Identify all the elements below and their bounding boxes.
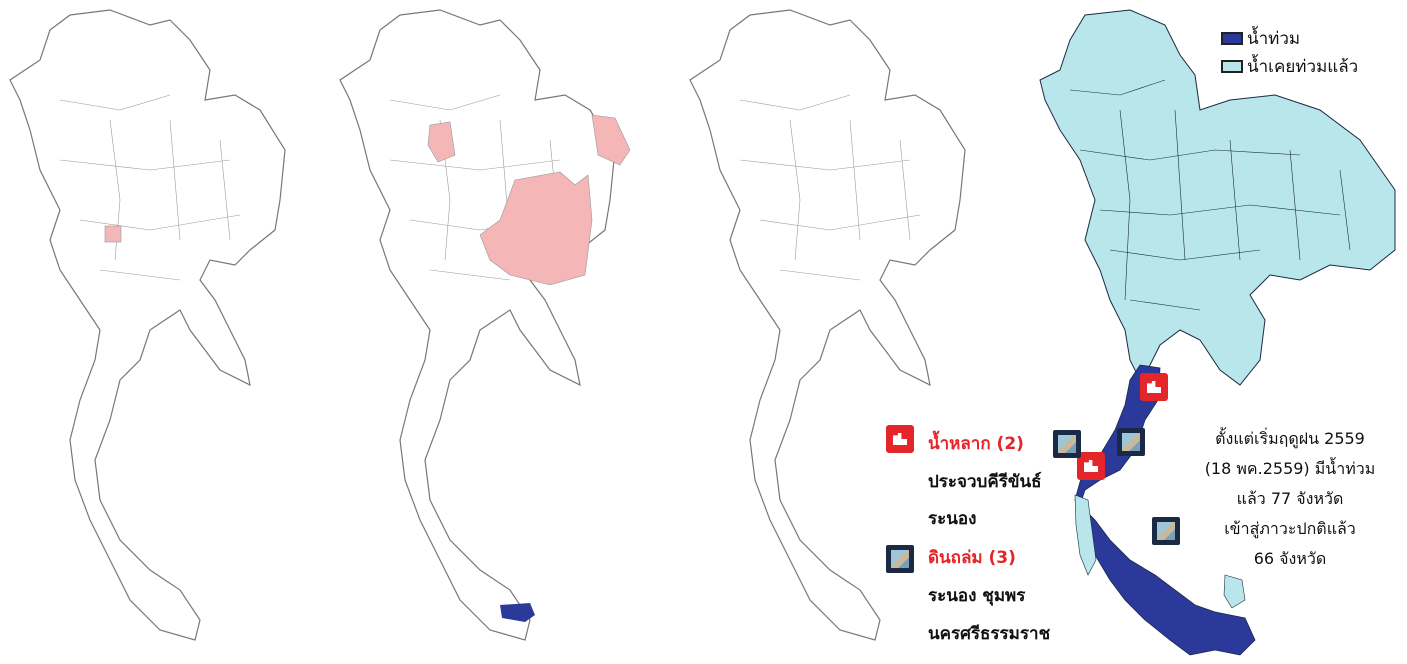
flooded-region bbox=[500, 603, 535, 622]
thailand-outline bbox=[339, 9, 616, 641]
flash-flood-legend-icon bbox=[886, 425, 914, 453]
legend-item-flooded: น้ำท่วม bbox=[1221, 24, 1358, 52]
thailand-map-2 bbox=[339, 9, 631, 641]
thailand-map-3 bbox=[689, 9, 966, 641]
highlight-region bbox=[427, 121, 456, 163]
summary-line-4: เข้าสู่ภาวะปกติแล้ว bbox=[1224, 519, 1356, 538]
landslide-icon bbox=[1152, 517, 1180, 545]
landslide-province-2: นครศรีธรรมราช bbox=[928, 624, 1051, 644]
thailand-outline bbox=[689, 9, 966, 641]
summary-line-2: (18 พค.2559) มีน้ำท่วม bbox=[1204, 459, 1376, 478]
legend-label-flooded: น้ำท่วม bbox=[1247, 28, 1301, 49]
landslide-icon bbox=[1117, 428, 1145, 456]
flash-flood-icon bbox=[1077, 452, 1105, 480]
landslide-province-1: ระนอง ชุมพร bbox=[928, 586, 1026, 606]
thailand-outline bbox=[9, 9, 286, 641]
thailand-map-1 bbox=[9, 9, 286, 641]
flash-flood-province-1: ประจวบคีรีขันธ์ bbox=[928, 472, 1042, 492]
flooded-swatch bbox=[1221, 31, 1243, 45]
landslide-icon bbox=[1053, 430, 1081, 458]
legend-item-previously-flooded: น้ำเคยท่วมแล้ว bbox=[1221, 52, 1358, 80]
highlight-region bbox=[591, 114, 631, 166]
summary-line-3: แล้ว 77 จังหวัด bbox=[1236, 489, 1344, 508]
summary-text: ตั้งแต่เริ่มฤดูฝน 2559 (18 พค.2559) มีน้… bbox=[1180, 424, 1400, 574]
flash-flood-title: น้ำหลาก (2) bbox=[928, 434, 1024, 454]
landslide-title: ดินถล่ม (3) bbox=[928, 548, 1016, 568]
map-legend: น้ำท่วม น้ำเคยท่วมแล้ว bbox=[1221, 24, 1358, 80]
previously-flooded-swatch bbox=[1221, 59, 1243, 73]
summary-line-1: ตั้งแต่เริ่มฤดูฝน 2559 bbox=[1215, 429, 1365, 448]
highlight-region bbox=[104, 225, 122, 243]
highlight-region bbox=[479, 171, 593, 286]
flash-flood-icon bbox=[1140, 373, 1168, 401]
landslide-legend-icon bbox=[886, 545, 914, 573]
legend-label-previously-flooded: น้ำเคยท่วมแล้ว bbox=[1247, 56, 1359, 77]
flash-flood-province-2: ระนอง bbox=[928, 509, 977, 529]
summary-line-5: 66 จังหวัด bbox=[1253, 549, 1327, 568]
previously-flooded-region bbox=[1039, 9, 1396, 386]
